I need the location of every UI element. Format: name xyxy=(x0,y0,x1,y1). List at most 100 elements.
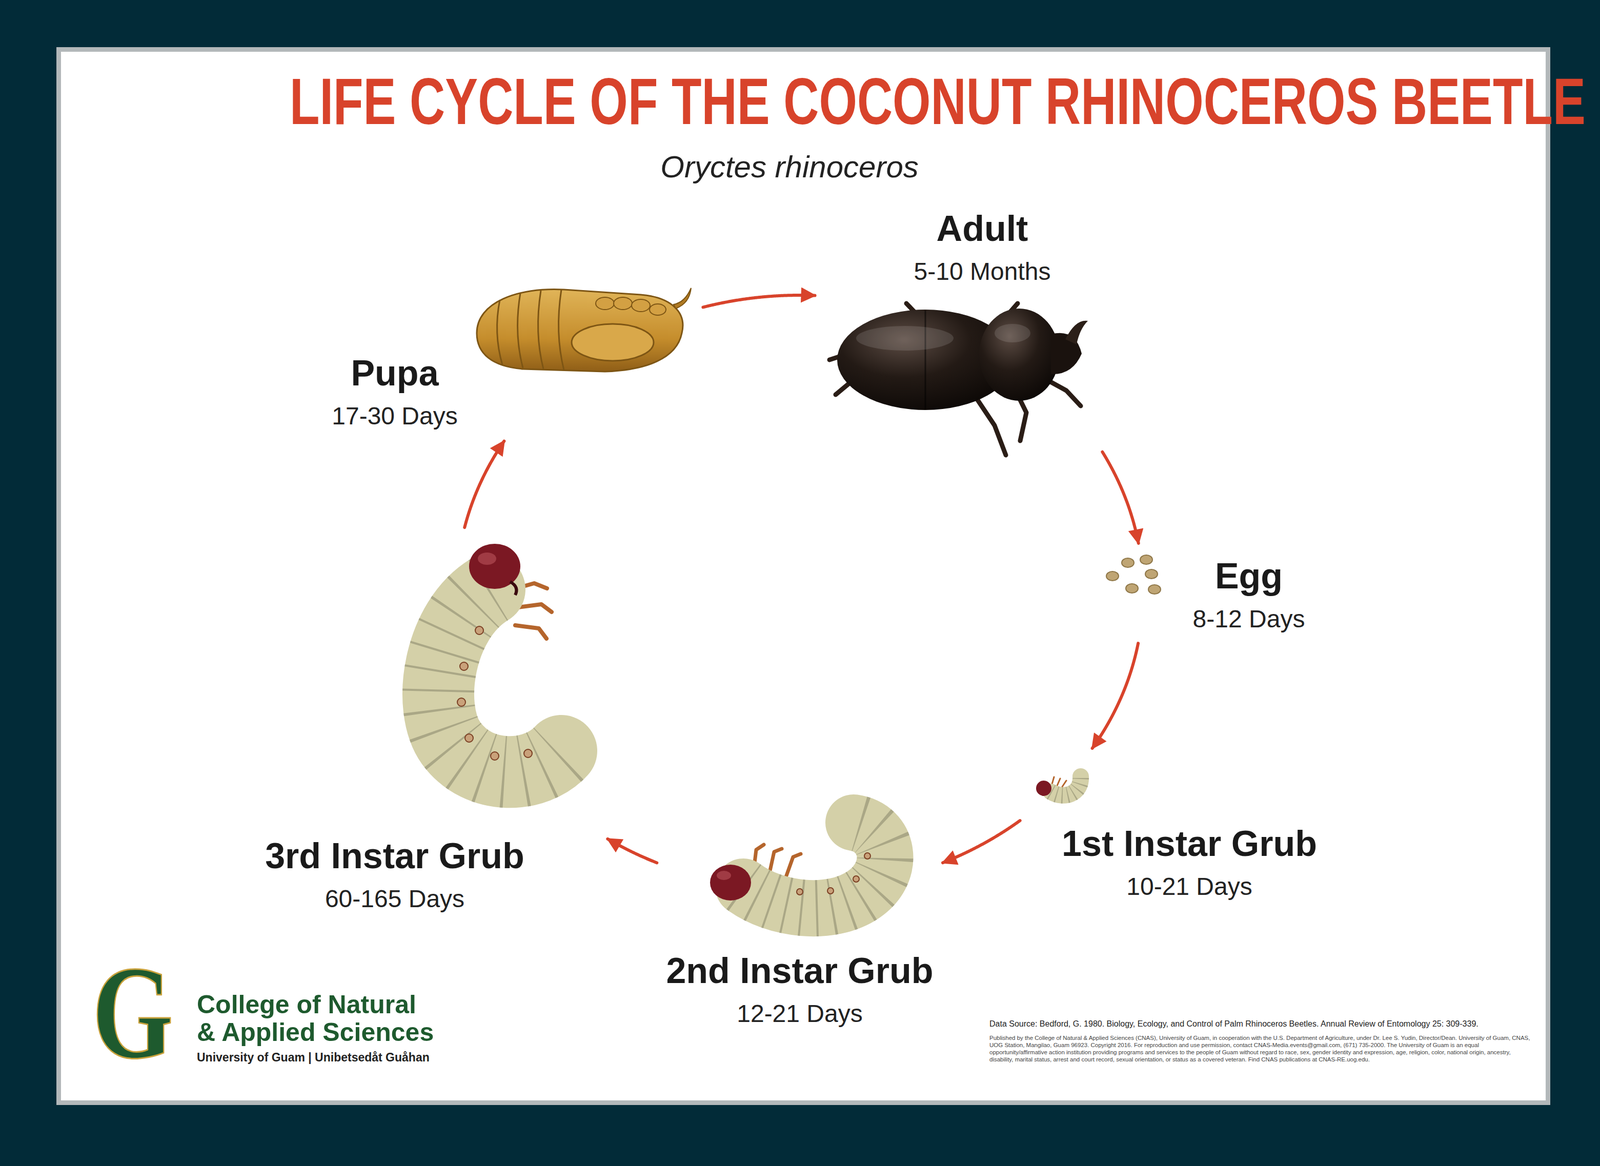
stage-name: Pupa xyxy=(331,355,458,392)
stage-label: 2nd Instar Grub 12-21 Days xyxy=(665,953,934,1029)
cycle-arrow xyxy=(702,295,815,308)
stage-name: Egg xyxy=(1192,558,1306,595)
third-instar-grub-part-part xyxy=(490,752,499,761)
eggs-part xyxy=(1145,569,1158,579)
second-instar-grub-part xyxy=(716,871,732,881)
stage-duration: 10-21 Days xyxy=(1061,872,1318,902)
stage-node: 1st Instar Grub 10-21 Days xyxy=(1025,753,1328,908)
third-instar-grub-part-part xyxy=(523,749,533,758)
stage-label: 3rd Instar Grub 60-165 Days xyxy=(265,838,525,915)
eggs-part xyxy=(1121,558,1134,568)
adult-beetle-part xyxy=(924,310,927,410)
pupa-part-part xyxy=(631,299,651,312)
stage-duration: 12-21 Days xyxy=(665,999,934,1029)
first-instar-grub-part xyxy=(1036,780,1052,797)
pupa-part xyxy=(476,289,683,372)
second-instar-grub-part-part xyxy=(853,876,860,883)
stage-label: Pupa 17-30 Days xyxy=(331,355,458,432)
pupa-part xyxy=(595,297,666,316)
stage-name: Adult xyxy=(914,210,1051,247)
stage-node: 3rd Instar Grub 60-165 Days xyxy=(260,533,603,919)
stage-node: Pupa 17-30 Days xyxy=(302,276,698,436)
college-name: College of Natural & Applied Sciences xyxy=(196,990,439,1047)
eggs-part xyxy=(1125,583,1139,594)
poster-panel xyxy=(56,47,1551,1106)
cycle-arrow xyxy=(607,839,657,864)
cycle-arrow xyxy=(942,820,1021,863)
pupa-part-part xyxy=(558,289,564,371)
first-instar-grub-part-part xyxy=(1057,778,1061,786)
third-instar-grub-part xyxy=(477,552,497,565)
third-instar-grub-part xyxy=(510,581,517,596)
stage-label: Egg 8-12 Days xyxy=(1192,558,1306,635)
third-instar-grub-part xyxy=(438,589,562,773)
pupa-part-part xyxy=(517,293,523,369)
university-name: University of Guam | Unibetsedåt Guåhan xyxy=(196,1050,430,1066)
eggs xyxy=(1106,555,1161,595)
second-instar-grub-part-part xyxy=(796,888,803,896)
eggs-part xyxy=(1106,571,1119,581)
pupa xyxy=(476,288,692,372)
pupa-part-part xyxy=(595,297,615,310)
cycle-arrow xyxy=(464,441,504,528)
fine-print: Published by the College of Natural & Ap… xyxy=(989,1034,1533,1064)
stage-node: Egg 8-12 Days xyxy=(1097,548,1323,639)
pupa-part-part xyxy=(538,290,544,370)
adult-beetle-part xyxy=(979,308,1060,401)
adult-beetle-part xyxy=(994,323,1031,343)
second-instar-grub-part-part xyxy=(827,887,834,895)
pupa-part xyxy=(571,323,654,361)
stage-name: 2nd Instar Grub xyxy=(665,953,934,989)
eggs-part xyxy=(1140,555,1153,565)
poster-title: LIFE CYCLE OF THE COCONUT RHINOCEROS BEE… xyxy=(289,65,1586,138)
stage-name: 1st Instar Grub xyxy=(1061,825,1318,862)
third-instar-grub-part xyxy=(457,626,533,761)
stage-node: 2nd Instar Grub 12-21 Days xyxy=(661,792,938,1034)
pupa-part-part xyxy=(649,304,666,316)
stage-name: 3rd Instar Grub xyxy=(265,838,525,875)
title-wrap: LIFE CYCLE OF THE COCONUT RHINOCEROS BEE… xyxy=(71,65,1508,138)
data-source: Data Source: Bedford, G. 1980. Biology, … xyxy=(989,1019,1533,1030)
third-instar-grub-part-part xyxy=(475,626,484,635)
third-instar-grub-part-part xyxy=(464,734,474,743)
third-instar-grub-part-part xyxy=(459,662,469,671)
third-instar-grub-part-part xyxy=(517,604,552,613)
stage-duration: 8-12 Days xyxy=(1192,604,1306,635)
stage-label: 1st Instar Grub 10-21 Days xyxy=(1061,825,1318,902)
second-instar-grub-part-part xyxy=(785,854,801,879)
second-instar-grub-part xyxy=(743,822,885,909)
second-instar-grub-part xyxy=(796,853,871,896)
stage-duration: 60-165 Days xyxy=(265,884,525,915)
second-instar-grub-part xyxy=(743,822,885,909)
second-instar-grub-part-part xyxy=(864,853,871,860)
cycle-arrow xyxy=(1092,643,1139,749)
third-instar-grub-part xyxy=(438,589,562,773)
second-instar-grub xyxy=(710,822,885,909)
adult-beetle xyxy=(829,303,1088,456)
pupa-part-part xyxy=(497,299,503,366)
first-instar-grub-part xyxy=(1050,776,1081,796)
first-instar-grub xyxy=(1036,776,1081,797)
second-instar-grub-part xyxy=(710,864,752,901)
stage-duration: 17-30 Days xyxy=(331,401,458,432)
eggs-part xyxy=(1148,584,1161,595)
stage-node: Adult 5-10 Months xyxy=(820,202,1098,462)
subtitle: Oryctes rhinoceros xyxy=(71,148,1508,186)
first-instar-grub-part-part xyxy=(1062,780,1067,787)
stage-duration: 5-10 Months xyxy=(914,256,1051,287)
first-instar-grub-part xyxy=(1050,776,1081,796)
pupa-part xyxy=(673,288,692,309)
logo-letter: G xyxy=(92,945,174,1080)
adult-beetle-part-part xyxy=(1045,379,1081,407)
cycle-arrow xyxy=(1102,452,1139,544)
adult-beetle-part xyxy=(1065,320,1088,345)
pupa-part xyxy=(497,289,564,371)
third-instar-grub xyxy=(438,543,562,773)
stage-label: Adult 5-10 Months xyxy=(914,210,1051,287)
pupa-part-part xyxy=(613,297,633,310)
adult-beetle-part xyxy=(829,303,1081,456)
third-instar-grub-part-part xyxy=(457,698,466,707)
first-instar-grub-part-part xyxy=(1051,777,1055,785)
footer-block: Data Source: Bedford, G. 1980. Biology, … xyxy=(989,1019,1533,1064)
